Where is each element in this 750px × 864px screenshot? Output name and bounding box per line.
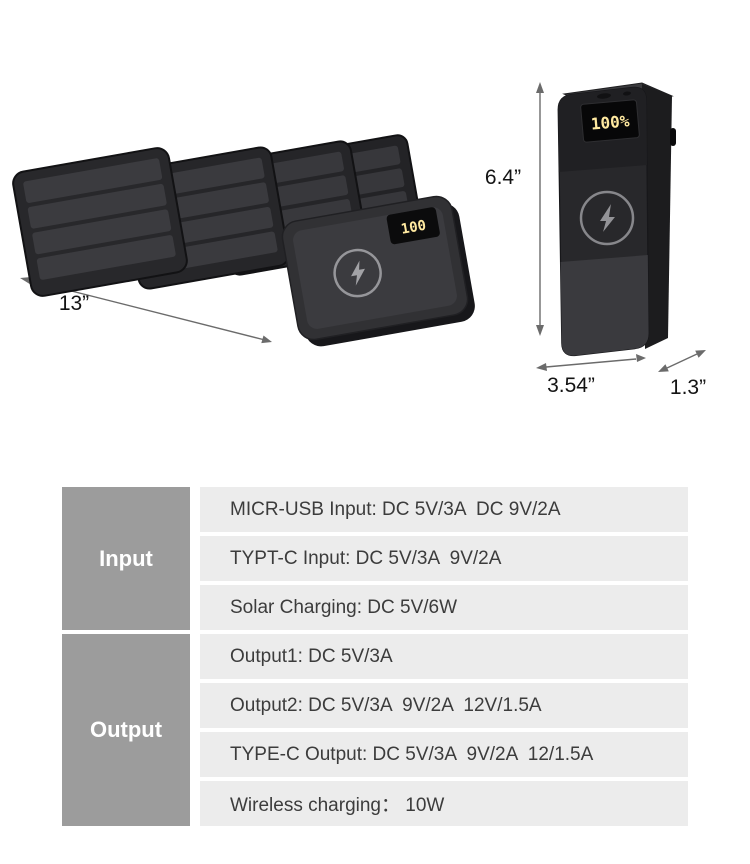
width-dimension-label: 3.54” <box>547 374 595 397</box>
powerbank-standing: 100% <box>557 82 676 357</box>
solar-powerbank-illustration: 13” <box>12 134 475 347</box>
width-dimension-arrow <box>536 354 646 371</box>
height-dimension-arrow <box>536 82 544 336</box>
input-rows: MICR-USB Input: DC 5V/3A DC 9V/2A TYPT-C… <box>200 487 688 630</box>
spec-row-type-c-input: TYPT-C Input: DC 5V/3A 9V/2A <box>200 536 688 581</box>
output-rows: Output1: DC 5V/3A Output2: DC 5V/3A 9V/2… <box>200 634 688 826</box>
spec-row-text: TYPE-C Output: DC 5V/3A 9V/2A 12/1.5A <box>230 743 594 765</box>
spec-row-output2: Output2: DC 5V/3A 9V/2A 12V/1.5A <box>200 683 688 728</box>
spec-row-text: Output1: DC 5V/3A <box>230 645 393 667</box>
spec-row-type-c-output: TYPE-C Output: DC 5V/3A 9V/2A 12/1.5A <box>200 732 688 777</box>
power-button <box>670 128 676 146</box>
spec-section-input: Input MICR-USB Input: DC 5V/3A DC 9V/2A … <box>62 487 688 630</box>
spec-section-output: Output Output1: DC 5V/3A Output2: DC 5V/… <box>62 634 688 826</box>
spec-row-micro-usb-input: MICR-USB Input: DC 5V/3A DC 9V/2A <box>200 487 688 532</box>
battery-display: 100% <box>580 99 640 143</box>
spec-row-output1: Output1: DC 5V/3A <box>200 634 688 679</box>
powerbank-standing-illustration: 6.4” 100% <box>485 82 706 399</box>
length-dimension-label: 13” <box>59 292 89 315</box>
height-dimension-label: 6.4” <box>485 166 521 189</box>
spec-row-solar-charging: Solar Charging: DC 5V/6W <box>200 585 688 630</box>
spec-row-text: Wireless charging： 10W <box>230 795 445 816</box>
battery-display-value: 100% <box>590 111 630 133</box>
depth-dimension-arrow <box>658 350 706 372</box>
wireless-charging-icon <box>579 190 635 246</box>
powerbank-flat: 100 <box>281 195 475 347</box>
usb-port-top <box>597 93 611 99</box>
battery-display-small-value: 100 <box>400 218 428 238</box>
solar-panel-1 <box>12 147 188 297</box>
spec-table: Input MICR-USB Input: DC 5V/3A DC 9V/2A … <box>62 487 688 826</box>
spec-row-text: MICR-USB Input: DC 5V/3A DC 9V/2A <box>230 498 561 520</box>
depth-dimension-label: 1.3” <box>670 376 706 399</box>
spec-row-text: Solar Charging: DC 5V/6W <box>230 596 458 618</box>
battery-display-small: 100 <box>386 207 440 245</box>
input-section-label: Input <box>62 487 190 630</box>
type-c-port-top <box>623 91 631 96</box>
spec-row-wireless-charging: Wireless charging： 10W <box>200 781 688 826</box>
wireless-charging-icon <box>333 248 382 298</box>
output-section-label: Output <box>62 634 190 826</box>
spec-row-text: Output2: DC 5V/3A 9V/2A 12V/1.5A <box>230 694 542 716</box>
spec-row-text: TYPT-C Input: DC 5V/3A 9V/2A <box>230 547 502 569</box>
